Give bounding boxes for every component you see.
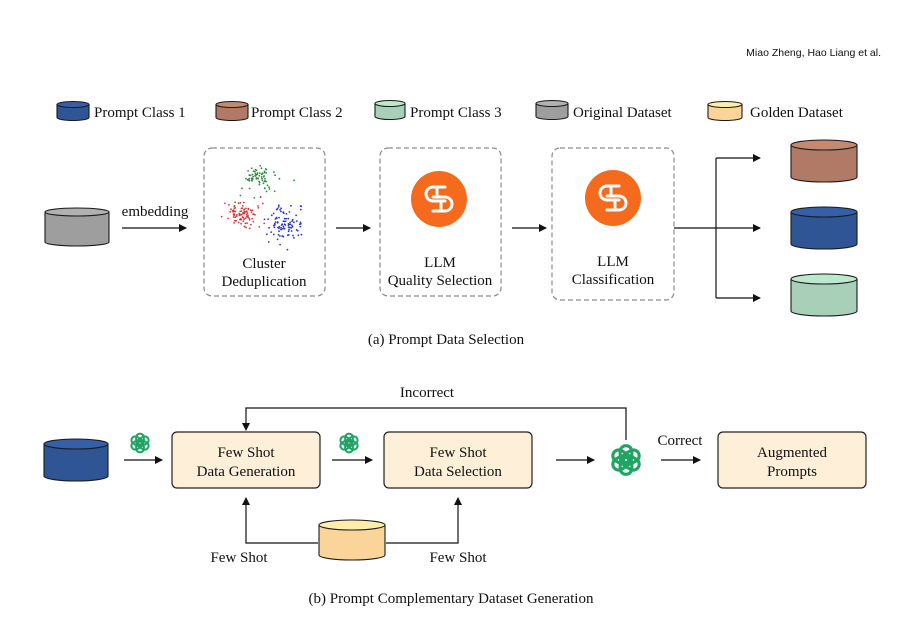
caption-part-a: (a) Prompt Data Selection [368, 332, 525, 348]
legend-label-original: Original Dataset [573, 105, 673, 121]
classification-frame [551, 147, 675, 301]
openai-logo-icon [337, 432, 361, 454]
author-line: Miao Zheng, Hao Liang et al. [746, 47, 881, 59]
cluster-dedup-box: Cluster Deduplication [203, 147, 326, 297]
llm-logo-icon [411, 171, 467, 227]
quality-label-line2: Quality Selection [388, 273, 493, 289]
legend-label-class1: Prompt Class 1 [94, 105, 186, 121]
classification-label-line2: Classification [572, 272, 655, 288]
augmented-label-line1: Augmented [757, 445, 827, 461]
output-class3-cylinder [790, 273, 858, 317]
legend-label-class3: Prompt Class 3 [410, 105, 502, 121]
openai-logo-icon [609, 444, 643, 476]
generation-label-line2: Data Generation [197, 464, 296, 480]
output-class2-cylinder [790, 139, 858, 183]
classification-label-line1: LLM [597, 254, 629, 270]
llm-logo-icon [585, 170, 641, 226]
few-shot-right-label: Few Shot [429, 550, 487, 566]
few-shot-left-label: Few Shot [210, 550, 268, 566]
legend-item-golden: Golden Dataset [707, 100, 844, 122]
correct-label: Correct [658, 433, 704, 449]
quality-frame [379, 147, 502, 297]
few-shot-generation-box: Few Shot Data Generation [171, 431, 321, 489]
selection-label-line2: Data Selection [414, 464, 502, 480]
legend: Prompt Class 1 Prompt Class 2 Prompt Cla… [56, 99, 844, 122]
legend-item-class3: Prompt Class 3 [374, 99, 502, 121]
classification-fanout-arrows [674, 154, 761, 302]
legend-swatch-original [535, 99, 569, 121]
legend-item-original: Original Dataset [535, 99, 673, 121]
cluster-red-points [220, 201, 266, 230]
legend-swatch-class2 [215, 100, 249, 122]
cluster-blue-points [259, 196, 303, 251]
class1-input-cylinder [43, 438, 109, 482]
legend-swatch-class3 [374, 99, 406, 121]
augmented-prompts-box: Augmented Prompts [717, 431, 867, 489]
cluster-green-points [239, 164, 295, 199]
original-dataset-cylinder [44, 207, 110, 247]
legend-item-class2: Prompt Class 2 [215, 100, 343, 122]
incorrect-feedback-arrow [242, 407, 627, 440]
cluster-label-line2: Deduplication [222, 274, 307, 290]
golden-dataset-cylinder [318, 519, 386, 561]
few-shot-feed-arrows [242, 497, 462, 544]
incorrect-label: Incorrect [400, 385, 455, 401]
few-shot-selection-box: Few Shot Data Selection [383, 431, 533, 489]
generation-label-line1: Few Shot [217, 445, 275, 461]
legend-item-class1: Prompt Class 1 [56, 100, 186, 122]
llm-quality-selection-box: LLM Quality Selection [379, 147, 502, 297]
augmented-frame [717, 431, 867, 489]
generation-frame [171, 431, 321, 489]
llm-classification-box: LLM Classification [551, 147, 675, 301]
caption-part-b: (b) Prompt Complementary Dataset Generat… [309, 591, 594, 607]
quality-label-line1: LLM [424, 255, 456, 271]
augmented-label-line2: Prompts [767, 464, 817, 480]
legend-label-golden: Golden Dataset [750, 105, 844, 121]
openai-logo-icon [128, 432, 152, 454]
legend-label-class2: Prompt Class 2 [251, 105, 343, 121]
embedding-label: embedding [122, 204, 189, 220]
selection-frame [383, 431, 533, 489]
legend-swatch-golden [707, 100, 743, 122]
selection-label-line1: Few Shot [429, 445, 487, 461]
cluster-dedup-frame [203, 147, 326, 297]
cluster-label-line1: Cluster [242, 256, 285, 272]
output-class1-cylinder [790, 206, 858, 250]
legend-swatch-class1 [56, 100, 90, 122]
